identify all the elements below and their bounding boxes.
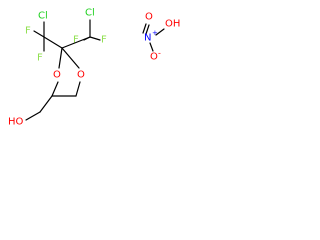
bond-o-right-c5 — [75, 81, 81, 97]
bond-cf2-left-f-top — [33, 30, 45, 38]
nitrogen-positive-charge: + — [152, 29, 158, 37]
ring-oxygen-left: O — [53, 70, 61, 81]
nitric-oxygen-double: O — [145, 12, 153, 23]
nitrogen-label: N — [144, 33, 151, 44]
ring-oxygen-right: O — [77, 70, 85, 81]
nitric-hydroxyl: OH — [165, 19, 180, 30]
fluorine-label-right-left: F — [73, 35, 79, 46]
nitric-oxygen-minus: O — [150, 52, 158, 63]
bond-ch2-oh — [25, 111, 41, 121]
fluorine-label-left-bottom: F — [37, 53, 43, 64]
bond-c4-ch2 — [39, 95, 53, 113]
bond-o-left-c4 — [51, 81, 59, 97]
bond-n-o-minus — [149, 42, 154, 52]
bond-n-o-double-b — [145, 24, 150, 35]
bond-c2-cf2-left — [43, 36, 63, 49]
chlorine-label-left: Cl — [38, 11, 48, 22]
bond-c2-o-left — [58, 47, 63, 69]
bond-cf2-right-f-right — [89, 36, 101, 41]
chemical-structure-drawing: Cl Cl F F F F O O HO O N + OH O - — [8, 8, 180, 128]
chlorine-label-right: Cl — [85, 8, 95, 19]
fluorine-label-left-top: F — [25, 26, 31, 37]
nitric-acid-molecule: O N + OH O - — [142, 12, 180, 63]
oxygen-negative-charge: - — [158, 49, 161, 58]
bond-n-oh — [155, 28, 165, 36]
dioxolane-molecule: Cl Cl F F F F O O HO — [8, 8, 107, 128]
bond-n-o-double-a — [142, 23, 147, 34]
bond-c2-o-right — [61, 47, 80, 69]
hydroxyl-label: HO — [8, 117, 24, 128]
fluorine-label-right-right: F — [101, 35, 107, 46]
bond-cf2-right-f-left — [83, 36, 91, 41]
structure-canvas: Cl Cl F F F F O O HO O N + OH O - — [0, 0, 200, 145]
